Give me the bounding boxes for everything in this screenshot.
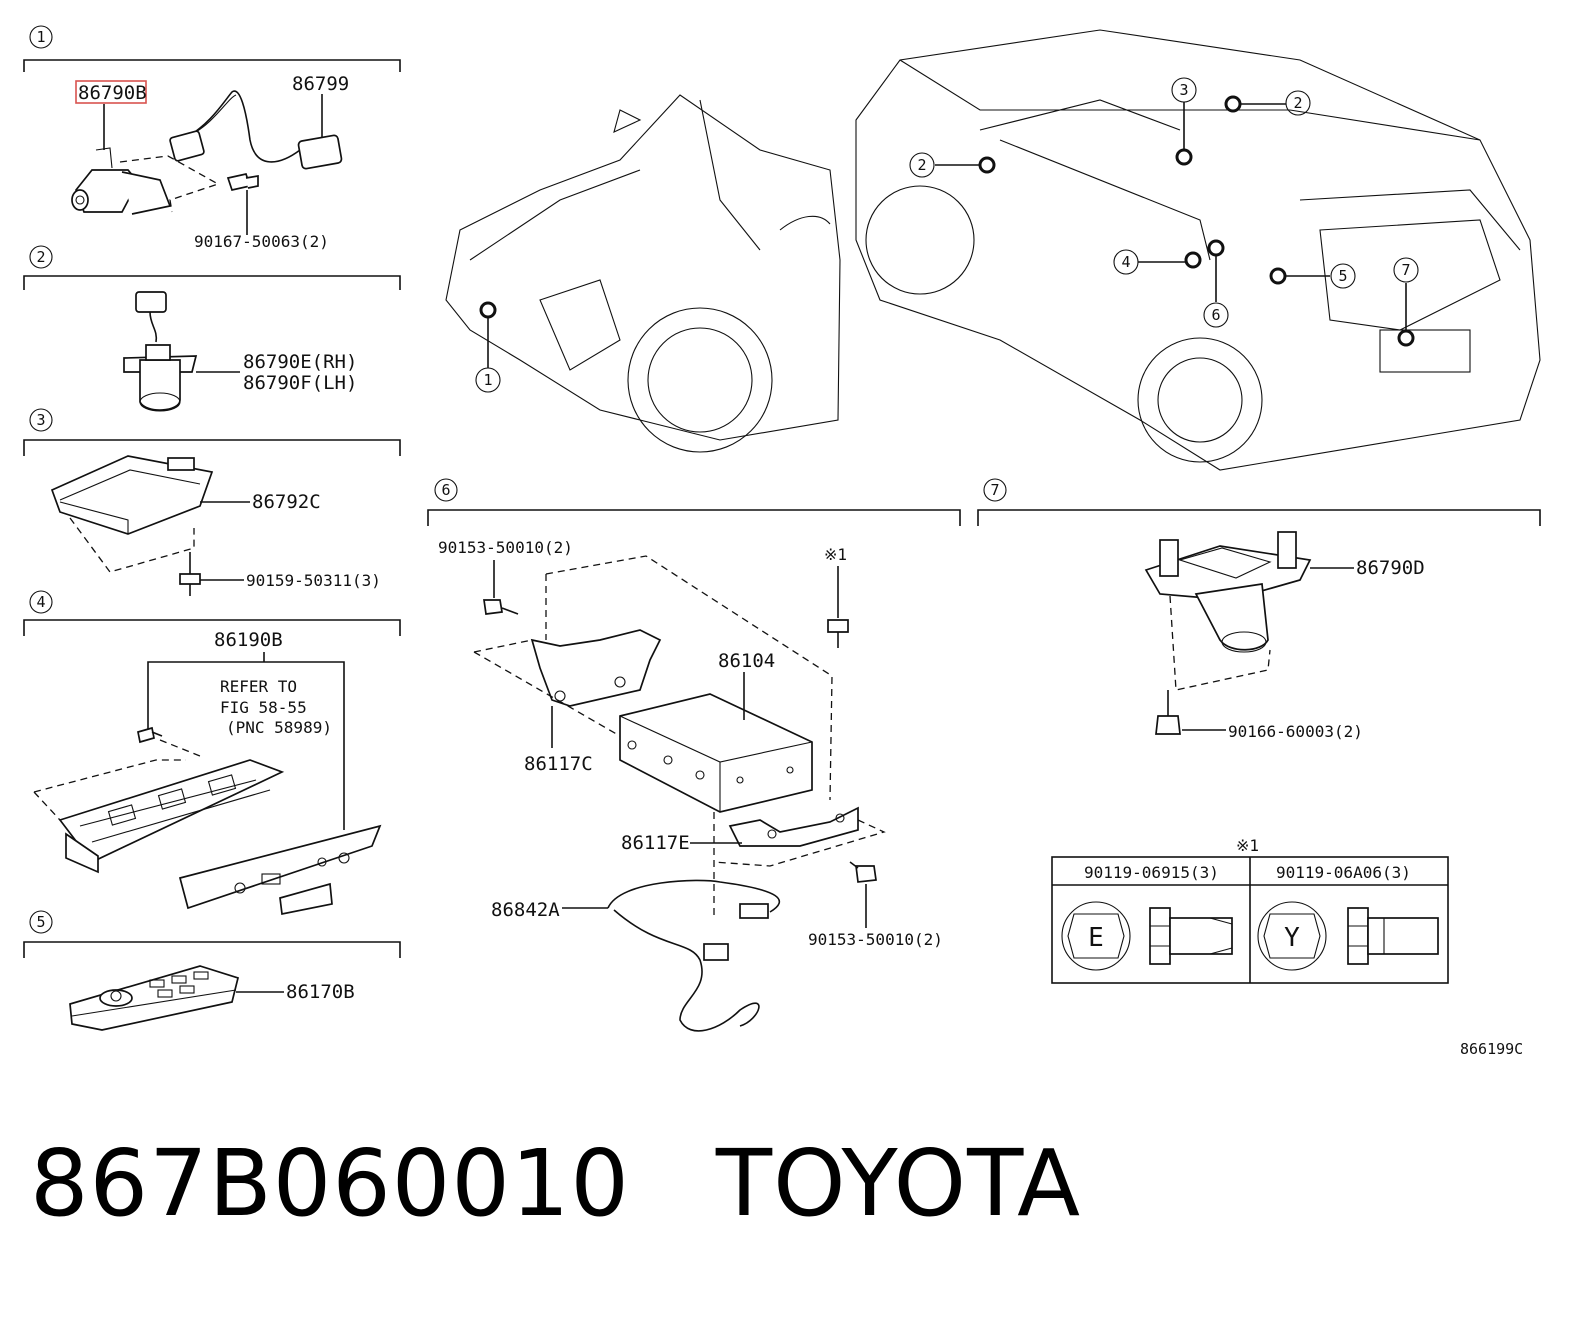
- panel-86190B-drawing: [58, 759, 382, 916]
- car-callout-1: 1: [483, 371, 492, 389]
- bolt-90167-drawing: [226, 173, 259, 191]
- part-86117C[interactable]: 86117C: [524, 753, 593, 775]
- car-callout-3: 3: [1179, 81, 1188, 99]
- refer-note-line-1: REFER TO: [220, 677, 297, 696]
- car-callout-2a: 2: [917, 156, 926, 174]
- part-90153-50010-top[interactable]: 90153-50010(2): [438, 538, 573, 557]
- part-86790E[interactable]: 86790E(RH): [243, 351, 357, 373]
- section-1: 1 86790B 86799 90167-50063(2): [23, 25, 401, 251]
- section-3: 3 86792C 90159-50311(3): [23, 408, 401, 596]
- part-86104[interactable]: 86104: [718, 650, 775, 672]
- camera-86790E-drawing: [123, 291, 198, 412]
- car-callout-5: 5: [1338, 267, 1347, 285]
- camera-86790D-drawing: [1144, 531, 1312, 653]
- bolt-e-drawing: E: [1061, 901, 1233, 971]
- part-86790F[interactable]: 86790F(LH): [243, 372, 357, 394]
- fastener-col-2-part: 90119-06A06(3): [1276, 863, 1411, 882]
- refer-note-line-2: FIG 58-55: [220, 698, 307, 717]
- section-4: 4 86190B REFER TO FIG 58-55 (PNC 58989): [23, 590, 401, 916]
- vehicle-rear-view: 2 2 3 4 5 6 7: [855, 29, 1541, 471]
- car-callout-6: 6: [1211, 306, 1220, 324]
- fastener-table-mark: ※1: [1236, 836, 1259, 855]
- section-6-number: 6: [441, 481, 450, 499]
- bolt-90153-bottom-drawing: [849, 861, 877, 883]
- section-1-number: 1: [36, 28, 45, 46]
- part-86170B[interactable]: 86170B: [286, 981, 355, 1003]
- part-86799[interactable]: 86799: [292, 73, 349, 95]
- bolt-90166-drawing: [1155, 690, 1181, 735]
- part-90159-50311[interactable]: 90159-50311(3): [246, 571, 381, 590]
- part-90166-60003[interactable]: 90166-60003(2): [1228, 722, 1363, 741]
- remote-86170B-drawing: [69, 965, 240, 1031]
- part-86842A[interactable]: 86842A: [491, 899, 560, 921]
- bolt-y-drawing: Y: [1257, 901, 1439, 971]
- car-callout-2b: 2: [1293, 94, 1302, 112]
- section-7-number: 7: [990, 481, 999, 499]
- harness-86799-drawing: [169, 90, 343, 170]
- refer-note-line-3: (PNC 58989): [226, 718, 332, 737]
- part-86117E[interactable]: 86117E: [621, 832, 690, 854]
- section-5-number: 5: [36, 913, 45, 931]
- caption-part-number: 867B060010: [30, 1130, 630, 1237]
- part-86190B[interactable]: 86190B: [214, 629, 283, 651]
- camera-points: [978, 95, 1415, 347]
- bolt-86104-drawing: [827, 619, 849, 648]
- section-4-number: 4: [36, 593, 45, 611]
- bolt-head-letter-e: E: [1088, 923, 1104, 953]
- mark-note-1: ※1: [824, 545, 847, 564]
- fastener-table: ※1 90119-06915(3) 90119-06A06(3) E Y: [1051, 836, 1449, 984]
- bracket-86117E-drawing: [728, 806, 859, 847]
- ecu-86792C-drawing: [50, 455, 214, 535]
- camera-86790B-drawing: [71, 147, 172, 215]
- harness-86842A-drawing: [607, 879, 781, 1032]
- section-2: 2 86790E(RH) 86790F(LH): [23, 245, 401, 412]
- vehicle-front-view: 1: [445, 94, 841, 453]
- bracket-86117C-drawing: [530, 629, 662, 707]
- part-86792C[interactable]: 86792C: [252, 491, 321, 513]
- section-5: 5 86170B: [23, 910, 401, 1031]
- section-7: 7 86790D 90166-60003(2): [977, 478, 1541, 741]
- part-90167-50063[interactable]: 90167-50063(2): [194, 232, 329, 251]
- car-callout-7: 7: [1401, 261, 1410, 279]
- bolt-90153-top-drawing: [483, 599, 519, 615]
- section-6: 6 90153-50010(2) ※1 86117C: [427, 478, 961, 1032]
- highlight-box: [75, 80, 147, 104]
- catalog-caption: 867B060010 TOYOTA: [30, 1130, 1081, 1237]
- screw-86190B-drawing: [137, 726, 163, 744]
- bolt-head-letter-y: Y: [1284, 923, 1300, 953]
- car-callout-4: 4: [1121, 253, 1130, 271]
- section-3-number: 3: [36, 411, 45, 429]
- part-86790D[interactable]: 86790D: [1356, 557, 1425, 579]
- bolt-90159-drawing: [179, 552, 201, 596]
- module-86104-drawing: [619, 693, 813, 813]
- figure-code: 866199C: [1460, 1040, 1523, 1058]
- fastener-col-1-part: 90119-06915(3): [1084, 863, 1219, 882]
- section-2-number: 2: [36, 248, 45, 266]
- part-86790B[interactable]: 86790B: [78, 82, 147, 104]
- part-90153-50010-bottom[interactable]: 90153-50010(2): [808, 930, 943, 949]
- caption-brand: TOYOTA: [715, 1130, 1082, 1237]
